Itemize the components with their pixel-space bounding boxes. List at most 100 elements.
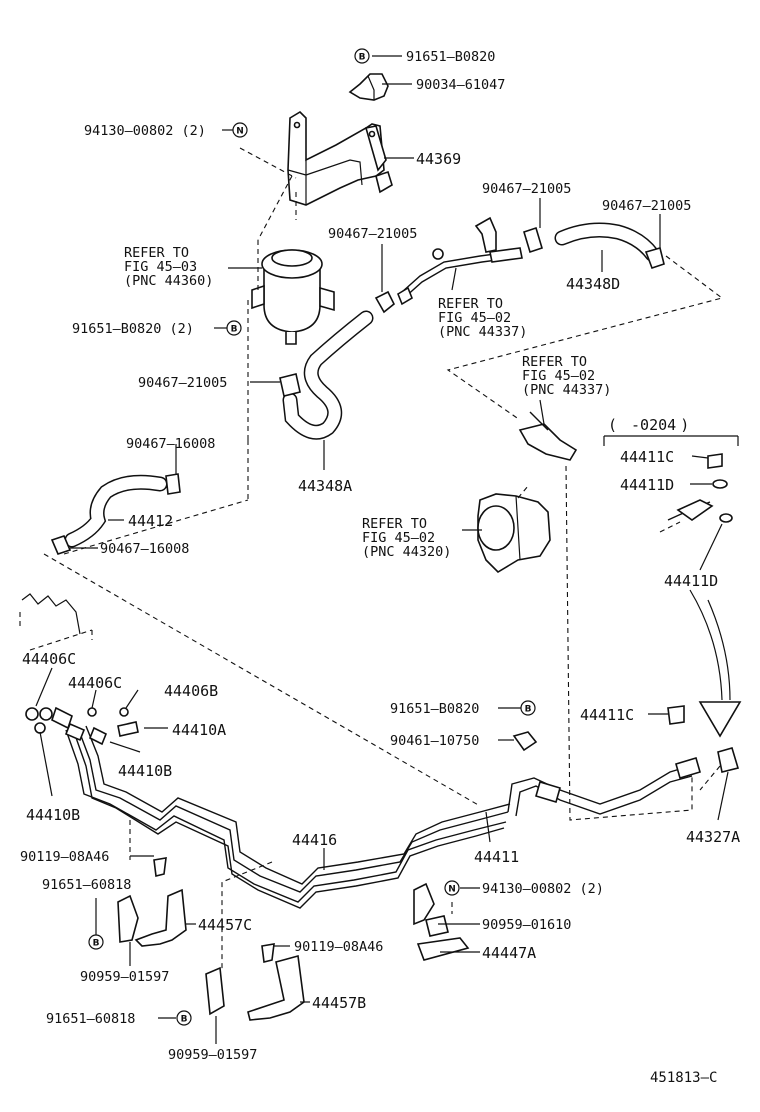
clamp-90034-61047: [348, 73, 389, 101]
refer-note-2-line3: (PNC 44337): [438, 324, 527, 340]
badge-b-mid: B: [520, 700, 536, 716]
label-90461-10750: 90461–10750: [390, 733, 479, 749]
label-44411d-a: 44411D: [620, 476, 674, 494]
label-90959-01610: 90959–01610: [482, 917, 571, 933]
badge-n-bottom: N: [444, 880, 460, 896]
label-91651-b0820-2: 91651–B0820 (2): [72, 321, 194, 337]
pump-44320: [477, 493, 551, 574]
svg-text:B: B: [525, 705, 532, 715]
refer-note-4-line2: FIG 45–02: [362, 530, 435, 546]
label-90467-21005-d: 90467–21005: [138, 375, 227, 391]
refer-note-2-line2: FIG 45–02: [438, 310, 511, 326]
bolt-44411c-a: [707, 453, 723, 469]
leader-lines: [35, 55, 729, 1044]
clamp-90461-10750: [512, 731, 538, 752]
label-90119-08a46-b: 90119–08A46: [294, 939, 383, 955]
bolt-44411c-b: [667, 705, 685, 725]
hose-44348d: [554, 222, 660, 262]
label-44327a: 44327A: [686, 828, 740, 846]
bracket-44457c: [117, 857, 187, 947]
dashed-guides: [43, 147, 724, 970]
label-44369: 44369: [416, 150, 461, 168]
badge-b-reservoir: B: [226, 320, 242, 336]
refer-note-1-line2: FIG 45–03: [124, 259, 197, 275]
production-range: (-0204): [608, 416, 689, 434]
clamp-90467-21005-d: [279, 373, 301, 397]
clamp-90467-21005-c: [644, 247, 665, 270]
label-90467-16008-b: 90467–16008: [100, 541, 189, 557]
label-44348a: 44348A: [298, 477, 352, 495]
range-bracket: [603, 435, 739, 446]
refer-note-3-line3: (PNC 44337): [522, 382, 611, 398]
arrow-to-union: [689, 589, 742, 738]
label-90467-16008-a: 90467–16008: [126, 436, 215, 452]
label-90467-21005-c: 90467–21005: [602, 198, 691, 214]
label-44411: 44411: [474, 848, 519, 866]
union-44327a: [717, 747, 740, 773]
svg-text:B: B: [231, 325, 238, 335]
hose-44412: [64, 474, 168, 548]
diagram-code: 451813–C: [650, 1070, 717, 1086]
label-91651-60818-a: 91651–60818: [42, 877, 131, 893]
label-91651-60818-b: 91651–60818: [46, 1011, 135, 1027]
refer-note-4-line1: REFER TO: [362, 516, 427, 532]
badge-b-bottom-left: B: [88, 934, 104, 950]
label-44348d: 44348D: [566, 275, 620, 293]
refer-note-1-line1: REFER TO: [124, 245, 189, 261]
badge-b-top: B: [354, 48, 370, 64]
label-44406c-a: 44406C: [22, 650, 76, 668]
svg-text:N: N: [448, 885, 456, 895]
svg-text:B: B: [181, 1015, 188, 1025]
svg-text:B: B: [93, 939, 100, 949]
fitting-cluster-left: [19, 593, 139, 746]
label-44411d-b: 44411D: [664, 572, 718, 590]
label-44411c-b: 44411C: [580, 706, 634, 724]
clamp-90467-21005-a: [374, 290, 396, 314]
svg-text:N: N: [236, 127, 244, 137]
label-94130-00802-bottom: 94130–00802 (2): [482, 881, 604, 897]
badge-n-top: N: [232, 122, 248, 138]
clamp-90467-21005-b: [523, 226, 543, 254]
label-90959-01597-b: 90959–01597: [168, 1047, 257, 1063]
bracket-44447a: [413, 882, 470, 961]
refer-note-4-line3: (PNC 44320): [362, 544, 451, 560]
label-44406b: 44406B: [164, 682, 218, 700]
label-44412: 44412: [128, 512, 173, 530]
badge-b-bottom: B: [176, 1010, 192, 1026]
refer-note-3-line2: FIG 45–02: [522, 368, 595, 384]
pipe-end-44337: [518, 411, 578, 461]
svg-text:B: B: [359, 53, 366, 63]
label-91651-b0820-mid: 91651–B0820: [390, 701, 479, 717]
refer-note-2-line1: REFER TO: [438, 296, 503, 312]
reservoir-bracket-44369: [287, 110, 393, 206]
refer-note-1-line3: (PNC 44360): [124, 273, 213, 289]
tube-44416: [65, 725, 511, 909]
label-44406c-b: 44406C: [68, 674, 122, 692]
refer-note-3-line1: REFER TO: [522, 354, 587, 370]
gasket-44411d-a: [712, 479, 728, 489]
pipe-44337: [397, 216, 523, 306]
label-44411c-a: 44411C: [620, 448, 674, 466]
bracket-44457b: [205, 943, 305, 1021]
label-44447a: 44447A: [482, 944, 536, 962]
label-44410a: 44410A: [172, 721, 226, 739]
label-94130-00802-top: 94130–00802 (2): [84, 123, 206, 139]
clamp-90467-16008-b: [50, 535, 72, 555]
label-90959-01597-a: 90959–01597: [80, 969, 169, 985]
label-44457b: 44457B: [312, 994, 366, 1012]
tube-44411: [507, 757, 701, 817]
hose-44348a: [282, 310, 374, 440]
label-90467-21005-b: 90467–21005: [482, 181, 571, 197]
label-91651-b0820-top: 91651–B0820: [406, 49, 495, 65]
label-44410b-a: 44410B: [118, 762, 172, 780]
label-44410b-b: 44410B: [26, 806, 80, 824]
label-90034-61047: 90034–61047: [416, 77, 505, 93]
label-44416: 44416: [292, 831, 337, 849]
union-44411d-b: [659, 499, 733, 533]
label-90467-21005-a: 90467–21005: [328, 226, 417, 242]
reservoir-tank: [251, 249, 335, 345]
label-44457c: 44457C: [198, 916, 252, 934]
clamp-90467-16008-a: [165, 473, 181, 495]
